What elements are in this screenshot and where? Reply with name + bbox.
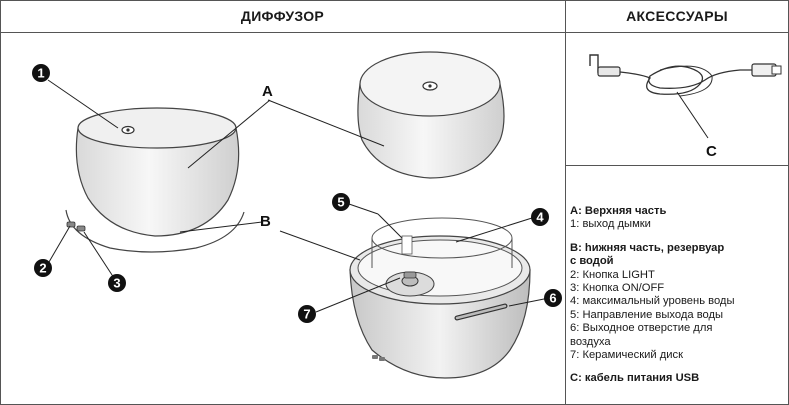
badge-4: 4 — [531, 208, 549, 226]
badge-4-label: 4 — [536, 210, 544, 225]
badge-5: 5 — [332, 193, 350, 211]
legend-b-title-line1: B: hижняя часть, резервуар — [570, 241, 725, 254]
badge-2-label: 2 — [39, 261, 46, 276]
column-divider — [565, 0, 566, 405]
accessories-header: АКСЕССУАРЫ — [566, 0, 788, 33]
base-reservoir — [349, 217, 531, 379]
badge-2: 2 — [34, 259, 52, 277]
parts-legend: A: Верхняя часть 1: выход дымки B: hижня… — [570, 205, 784, 386]
usb-cable-illustration — [589, 54, 782, 97]
legend-a-title: A: Верхняя часть — [570, 205, 667, 217]
legend-b-title-line2: с водой — [570, 255, 614, 268]
legend-b-6-line1: 6: Выходное отверстие для — [570, 322, 713, 335]
leader-lines — [47, 79, 709, 313]
badge-7-label: 7 — [303, 307, 310, 322]
legend-b-2: 2: Кнопка LIGHT — [570, 268, 655, 281]
top-cover — [357, 51, 505, 179]
legend-b-7: 7: Керамический диск — [570, 349, 683, 362]
legend-gap — [570, 232, 784, 242]
legend-b-6-line2: воздуха — [570, 335, 611, 348]
callout-b: B — [260, 213, 271, 230]
badge-3-label: 3 — [113, 276, 120, 291]
badge-6-label: 6 — [549, 291, 556, 306]
badge-3: 3 — [108, 274, 126, 292]
legend-a-1: 1: выход дымки — [570, 218, 651, 231]
badge-1: 1 — [32, 64, 50, 82]
legend-gap — [570, 362, 784, 372]
legend-b-5: 5: Направление выхода воды — [570, 308, 724, 321]
callout-c: C — [706, 143, 717, 160]
callout-a: A — [262, 83, 273, 100]
badge-6: 6 — [544, 289, 562, 307]
diffuser-header: ДИФФУЗОР — [0, 0, 565, 33]
badge-7: 7 — [298, 305, 316, 323]
legend-b-4: 4: максимальный уровень воды — [570, 295, 735, 308]
badge-5-label: 5 — [337, 195, 344, 210]
badge-1-label: 1 — [37, 66, 44, 81]
assembled-diffuser — [65, 107, 245, 253]
legend-c-title: C: кабель питания USB — [570, 372, 700, 385]
legend-b-3: 3: Кнопка ON/OFF — [570, 282, 665, 295]
accessories-divider — [566, 165, 788, 166]
